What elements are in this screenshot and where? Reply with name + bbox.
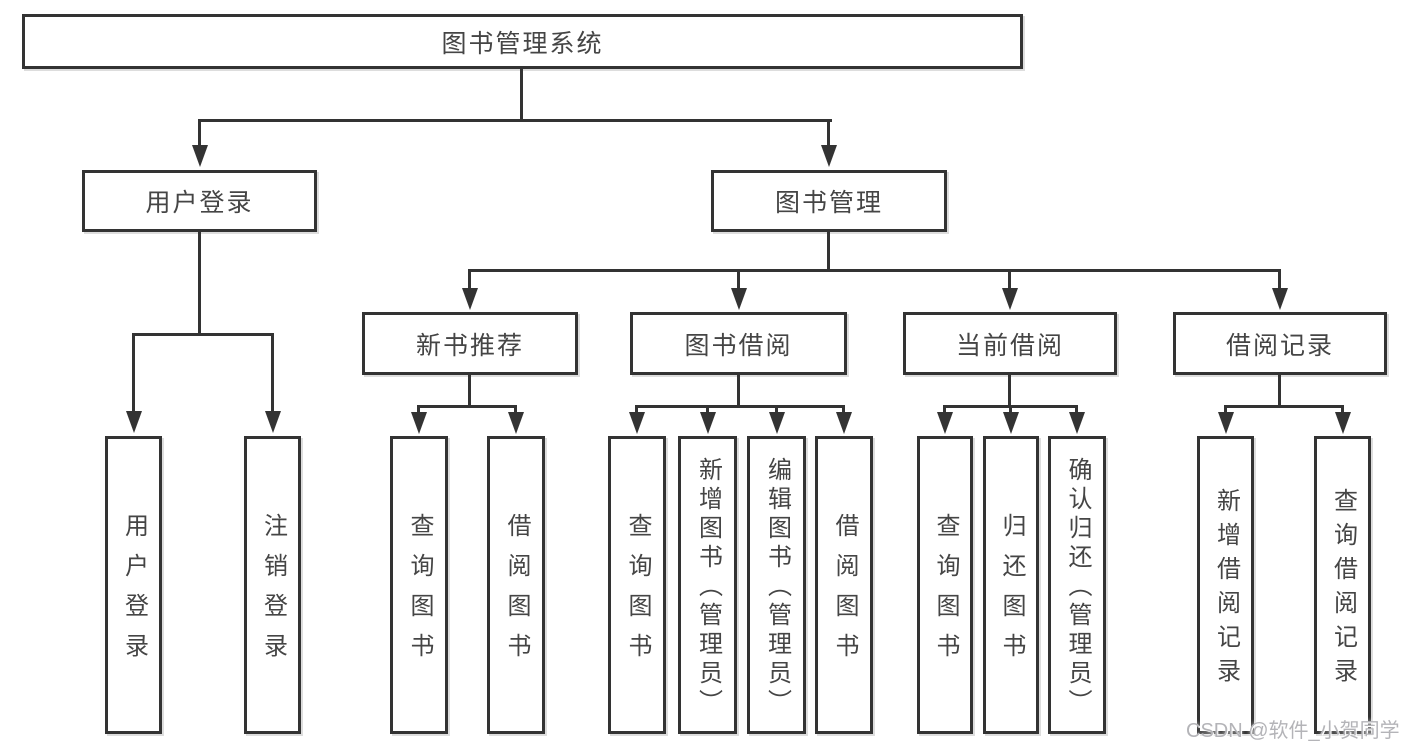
leaf-nb-borrow-book: 借阅图书 [487,436,545,734]
leaf-user-login-label: 用户登录 [120,513,148,673]
node-book-borrow: 图书借阅 [630,312,847,375]
leaf-nb-borrow-book-label: 借阅图书 [503,513,530,673]
connector-new-book-branch [417,405,517,408]
leaf-cb-confirm-return-admin-label: 确认归还（管理员） [1064,457,1091,718]
leaf-logout: 注销登录 [244,436,301,734]
arrow-new-book-leaf-2 [507,405,524,434]
arrow-borrow-record-leaf-1 [1217,405,1234,434]
connector-current-borrow-stub [1008,375,1011,407]
leaf-br-add-record: 新增借阅记录 [1197,436,1254,734]
leaf-bb-borrow-book-label: 借阅图书 [831,513,858,673]
node-user-login: 用户登录 [82,170,317,232]
node-current-borrow: 当前借阅 [903,312,1117,375]
node-current-borrow-label: 当前借阅 [955,331,1064,360]
leaf-nb-query-book: 查询图书 [390,436,448,734]
arrow-to-book-mgmt [820,119,837,167]
arrow-to-leaf-logout [264,333,281,433]
node-borrow-record-label: 借阅记录 [1225,331,1334,360]
leaf-bb-edit-book-admin: 编辑图书（管理员） [747,436,806,734]
leaf-logout-label: 注销登录 [259,513,287,673]
connector-book-mgmt-stub [827,232,830,271]
leaf-bb-query-book-label: 查询图书 [624,513,651,673]
connector-borrow-record-branch [1224,405,1344,408]
leaf-user-login: 用户登录 [105,436,162,734]
leaf-cb-query-book-label: 查询图书 [932,513,959,673]
connector-user-login-branch [132,333,274,336]
leaf-cb-query-book: 查询图书 [917,436,973,734]
leaf-bb-edit-book-admin-label: 编辑图书（管理员） [763,457,791,718]
connector-new-book-stub [468,375,471,407]
connector-root-stub [520,69,523,120]
arrow-to-current-borrow [1001,269,1018,310]
node-book-mgmt: 图书管理 [711,170,947,232]
node-root: 图书管理系统 [22,14,1023,69]
node-borrow-record: 借阅记录 [1173,312,1387,375]
leaf-br-add-record-label: 新增借阅记录 [1212,488,1240,692]
node-book-mgmt-label: 图书管理 [774,189,883,217]
leaf-bb-add-book-admin: 新增图书（管理员） [678,436,737,734]
leaf-bb-query-book: 查询图书 [608,436,666,734]
node-new-book: 新书推荐 [362,312,578,375]
arrow-current-borrow-leaf-2 [1002,405,1019,434]
arrow-book-borrow-leaf-3 [768,405,785,434]
arrow-to-new-book [461,269,478,310]
connector-book-mgmt-branch [468,269,1281,272]
leaf-bb-add-book-admin-label: 新增图书（管理员） [694,457,722,718]
arrow-book-borrow-leaf-2 [699,405,716,434]
leaf-br-query-record: 查询借阅记录 [1314,436,1371,734]
arrow-new-book-leaf-1 [410,405,427,434]
leaf-nb-query-book-label: 查询图书 [406,513,433,673]
arrow-to-user-login [191,119,208,167]
leaf-cb-return-book-label: 归还图书 [998,513,1025,673]
node-user-login-label: 用户登录 [145,189,254,217]
node-root-label: 图书管理系统 [441,29,604,58]
connector-borrow-record-stub [1278,375,1281,407]
arrow-book-borrow-leaf-1 [628,405,645,434]
leaf-br-query-record-label: 查询借阅记录 [1329,488,1357,692]
node-new-book-label: 新书推荐 [415,331,524,360]
connector-root-branch [198,119,832,122]
arrow-current-borrow-leaf-3 [1068,405,1085,434]
arrow-to-borrow-record [1271,269,1288,310]
leaf-cb-confirm-return-admin: 确认归还（管理员） [1048,436,1106,734]
connector-book-borrow-branch [635,405,845,408]
connector-user-login-stub [198,232,201,335]
node-book-borrow-label: 图书借阅 [684,331,793,360]
leaf-cb-return-book: 归还图书 [983,436,1039,734]
arrow-to-book-borrow [730,269,747,310]
arrow-to-leaf-login [125,333,142,433]
connector-book-borrow-stub [737,375,740,407]
arrow-book-borrow-leaf-4 [835,405,852,434]
arrow-borrow-record-leaf-2 [1334,405,1351,434]
csdn-watermark: CSDN @软件_小贺同学 [1186,720,1400,742]
leaf-bb-borrow-book: 借阅图书 [815,436,873,734]
arrow-current-borrow-leaf-1 [936,405,953,434]
